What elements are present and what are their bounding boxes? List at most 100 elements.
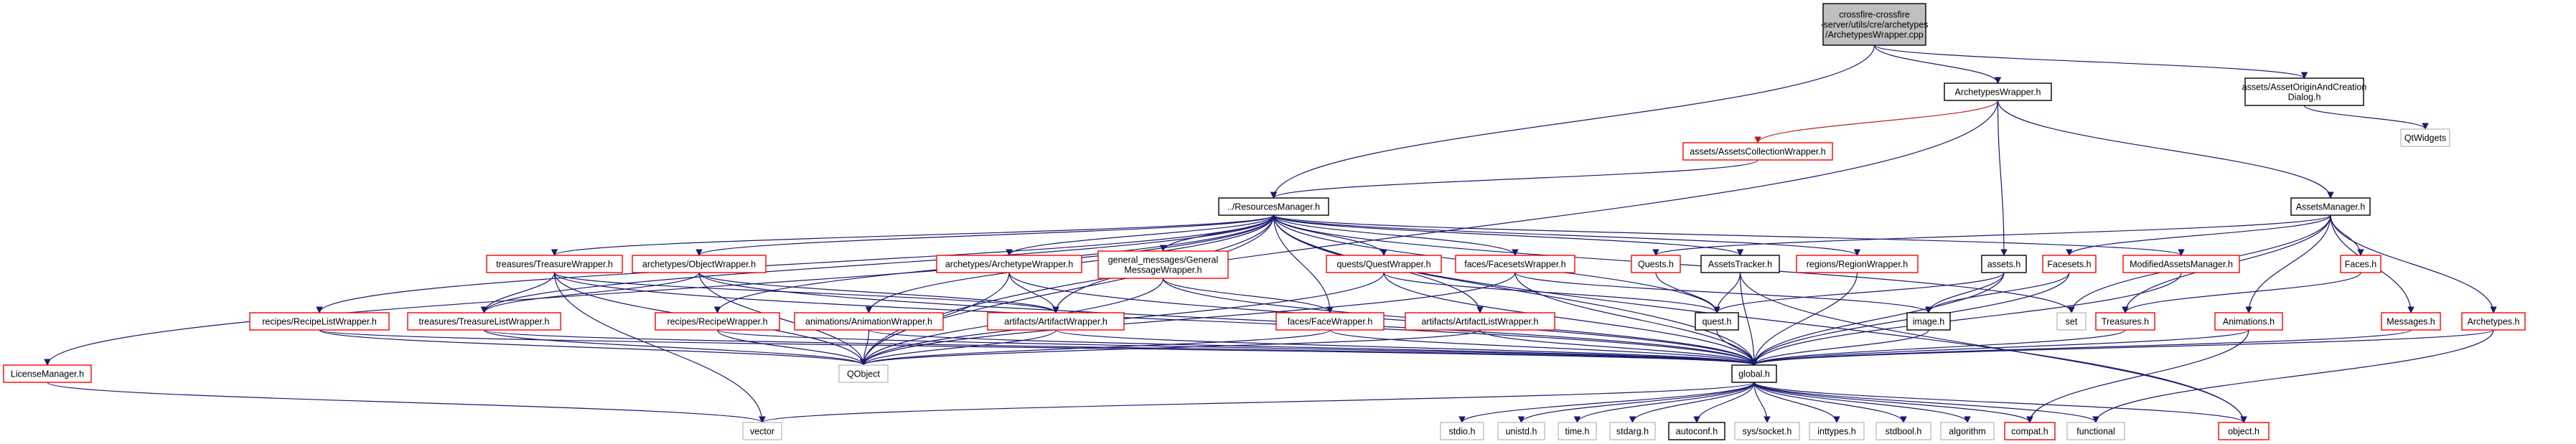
node-label: algorithm — [1949, 427, 1985, 437]
node-assetscollectionwrapper-h[interactable]: assets/AssetsCollectionWrapper.h — [1682, 142, 1833, 161]
edge-artifactwrapper_h-to-global_h — [1055, 329, 1758, 366]
edge-assetsmanager_h-to-archetypes_h — [2330, 214, 2497, 313]
edge-global_h-to-algorithm — [1753, 382, 1971, 423]
edge-resourcesmanager_h-to-treasurelistwrapper_h — [480, 214, 1275, 313]
node-assets-h[interactable]: assets.h — [1981, 255, 2027, 273]
node-treasurewrapper-h[interactable]: treasures/TreasureWrapper.h — [486, 255, 623, 273]
edge-objectwrapper_h-to-global_h — [698, 272, 1758, 366]
edge-resourcesmanager_h-to-archetypewrapper_h — [1006, 214, 1275, 256]
node-recipelistwrapper-h[interactable]: recipes/RecipeListWrapper.h — [249, 312, 390, 331]
node-label: treasures/TreasureListWrapper.h — [418, 317, 549, 327]
node-compat-h[interactable]: compat.h — [2004, 422, 2056, 440]
node-recipewrapper-h[interactable]: recipes/RecipeWrapper.h — [655, 312, 780, 331]
edge-global_h-to-compat_h — [1753, 382, 2033, 423]
node-label: quest.h — [1702, 317, 1731, 327]
edge-treasurewrapper_h-to-global_h — [553, 272, 1758, 366]
edge-resourcesmanager_h-to-object_h — [1273, 214, 2247, 423]
node-assetstracker-h[interactable]: AssetsTracker.h — [1700, 255, 1780, 273]
edge-resourcesmanager_h-to-objectwrapper_h — [695, 214, 1275, 256]
node-label: Treasures.h — [2102, 317, 2149, 327]
node-label: Messages.h — [2387, 317, 2435, 327]
node-autoconf-h[interactable]: autoconf.h — [1668, 422, 1725, 440]
edge-resourcesmanager_h-to-recipelistwrapper_h — [316, 214, 1275, 313]
node-questwrapper-h[interactable]: quests/QuestWrapper.h — [1326, 255, 1442, 273]
node-label: artifacts/ArtifactListWrapper.h — [1421, 317, 1538, 327]
node-archetypes-h[interactable]: Archetypes.h — [2461, 312, 2526, 331]
node-label: LicenseManager.h — [11, 369, 84, 379]
edge-root-to-archetypeswrapper_h — [1873, 44, 2002, 84]
node-label: compat.h — [2011, 427, 2048, 437]
node-label: ArchetypesWrapper.h — [1955, 88, 2041, 98]
node-facewrapper-h[interactable]: faces/FaceWrapper.h — [1275, 312, 1385, 331]
node-label: ModifiedAssetsManager.h — [2130, 260, 2233, 270]
node-treasures-h[interactable]: Treasures.h — [2095, 312, 2155, 331]
edge-facesets_h-to-image_h — [1925, 272, 2070, 313]
edge-objectwrapper_h-to-qobject — [698, 272, 867, 366]
node-facesetswrapper-h[interactable]: faces/FacesetsWrapper.h — [1455, 255, 1575, 273]
node-label: MessageWrapper.h — [1124, 265, 1202, 275]
node-stdarg-h: stdarg.h — [1609, 422, 1656, 440]
edge-objectwrapper_h-to-treasurelistwrapper_h — [480, 272, 700, 313]
edge-global_h-to-sys_socket_h — [1753, 382, 1771, 423]
node-artifactlistwrapper-h[interactable]: artifacts/ArtifactListWrapper.h — [1405, 312, 1555, 331]
edge-archetypeswrapper_h-to-assetscollectionwrapper_h — [1754, 100, 1999, 143]
edge-global_h-to-stdbool_h — [1753, 382, 1907, 423]
edge-treasurelistwrapper_h-to-qobject — [483, 329, 867, 366]
node-global-h[interactable]: global.h — [1731, 364, 1777, 383]
node-objectwrapper-h[interactable]: archetypes/ObjectWrapper.h — [632, 255, 767, 273]
node-vector: vector — [742, 422, 782, 440]
edge-resourcesmanager_h-to-regionwrapper_h — [1273, 214, 1861, 256]
node-licensemanager-h[interactable]: LicenseManager.h — [3, 364, 92, 383]
node-root[interactable]: crossfire-crossfire-server/utils/cre/arc… — [1820, 3, 1929, 46]
edge-assetstracker_h-to-global_h — [1739, 272, 1758, 366]
node-label: global.h — [1738, 369, 1770, 379]
node-quest-h[interactable]: quest.h — [1695, 312, 1739, 331]
edge-facesetswrapper_h-to-global_h — [1514, 272, 1758, 366]
edge-questwrapper_h-to-quest_h — [1383, 272, 1720, 313]
node-image-h[interactable]: image.h — [1906, 312, 1951, 331]
edge-questwrapper_h-to-global_h — [1383, 272, 1758, 366]
node-qobject: QObject — [838, 364, 889, 383]
node-layer: crossfire-crossfire-server/utils/cre/arc… — [3, 3, 2526, 440]
edge-resourcesmanager_h-to-assetstracker_h — [1273, 214, 1744, 256]
edge-recipewrapper_h-to-global_h — [716, 329, 1758, 366]
node-modifiedassetsmanager-h[interactable]: ModifiedAssetsManager.h — [2122, 255, 2240, 273]
edge-root-to-assetorigin_h — [1873, 44, 2308, 79]
edge-assetsmanager_h-to-animations_h — [2245, 214, 2331, 313]
edge-resourcesmanager_h-to-questwrapper_h — [1273, 214, 1387, 256]
node-archetypeswrapper-h[interactable]: ArchetypesWrapper.h — [1944, 82, 2052, 101]
node-label: recipes/RecipeWrapper.h — [667, 317, 767, 327]
edge-facesetswrapper_h-to-qobject — [860, 272, 1516, 366]
node-regionwrapper-h[interactable]: regions/RegionWrapper.h — [1796, 255, 1919, 273]
node-algorithm: algorithm — [1940, 422, 1995, 440]
node-label: autoconf.h — [1676, 427, 1718, 437]
node-animationwrapper-h[interactable]: animations/AnimationWrapper.h — [794, 312, 944, 331]
node-quests-h[interactable]: Quests.h — [1631, 255, 1681, 273]
node-archetypewrapper-h[interactable]: archetypes/ArchetypeWrapper.h — [936, 255, 1082, 273]
edge-facewrapper_h-to-qobject — [860, 329, 1331, 366]
edge-global_h-to-unistd_h — [1517, 382, 1755, 423]
edge-animations_h-to-compat_h — [2026, 329, 2249, 423]
node-animations-h[interactable]: Animations.h — [2214, 312, 2283, 331]
node-artifactwrapper-h[interactable]: artifacts/ArtifactWrapper.h — [987, 312, 1125, 331]
node-assetsmanager-h[interactable]: AssetsManager.h — [2290, 197, 2371, 216]
edge-artifactlistwrapper_h-to-qobject — [860, 329, 1481, 366]
node-label: QObject — [847, 369, 880, 379]
edge-generalmessagewrapper_h-to-facewrapper_h — [1162, 278, 1334, 313]
node-resourcesmanager-h[interactable]: ../ResourcesManager.h — [1218, 197, 1329, 216]
edge-global_h-to-autoconf_h — [1693, 382, 1755, 423]
node-label: artifacts/ArtifactWrapper.h — [1004, 317, 1107, 327]
node-messages-h[interactable]: Messages.h — [2381, 312, 2441, 331]
node-treasurelistwrapper-h[interactable]: treasures/TreasureListWrapper.h — [407, 312, 561, 331]
edge-global_h-to-inttypes_h — [1753, 382, 1840, 423]
node-faces-h[interactable]: Faces.h — [2340, 255, 2381, 273]
edge-animations_h-to-global_h — [1751, 329, 2249, 366]
node-label: set — [2066, 317, 2078, 327]
node-object-h[interactable]: object.h — [2218, 422, 2270, 440]
node-label: archetypes/ArchetypeWrapper.h — [945, 260, 1073, 270]
node-facesets-h[interactable]: Facesets.h — [2042, 255, 2097, 273]
edge-resourcesmanager_h-to-facewrapper_h — [1273, 214, 1334, 313]
edge-assetorigin_h-to-qtwidgets — [2303, 105, 2429, 130]
